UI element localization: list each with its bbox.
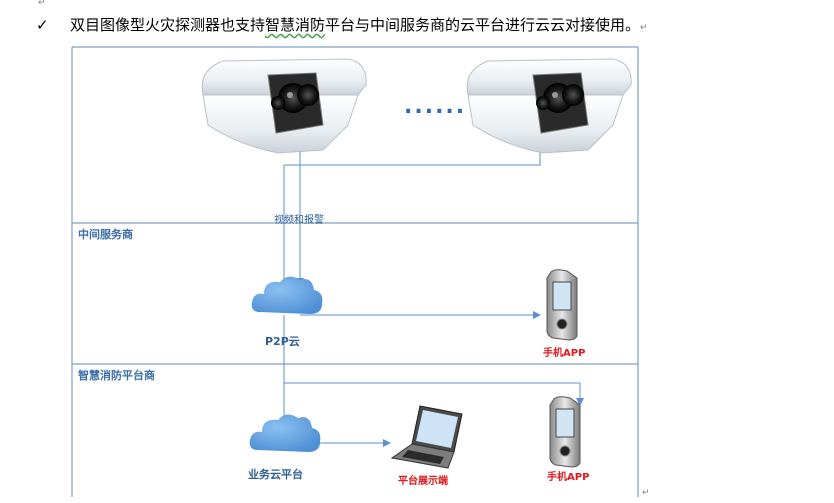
check-icon: ✓: [36, 16, 49, 34]
platform-display-label: 平台展示端: [398, 476, 448, 487]
document-heading: ✓ 双目图像型火灾探测器也支持智慧消防平台与中间服务商的云平台进行云云对接使用。↵: [36, 14, 648, 35]
cloud-icon: [251, 276, 323, 314]
diagram-frame: [71, 46, 639, 497]
camera-icon: [466, 58, 632, 154]
phone-app-label-1: 手机APP: [543, 348, 586, 359]
paragraph-mark: ↵: [640, 23, 648, 33]
phone-app-label-2: 手机APP: [547, 472, 590, 483]
phone-icon: [549, 396, 581, 468]
cloud-icon: [249, 414, 321, 452]
business-cloud-label: 业务云平台: [248, 468, 303, 481]
section-fire-platform: 智慧消防平台商: [78, 369, 155, 382]
heading-text-before: 双目图像型火灾探测器也支持: [70, 16, 266, 34]
phone-icon: [546, 269, 578, 341]
section-middle-service: 中间服务商: [78, 228, 133, 241]
heading-text-after: 平台与中间服务商的云平台进行云云对接使用。: [325, 16, 641, 34]
more-cameras-dots: ......: [404, 94, 467, 119]
heading-text-underlined: 智慧消防: [265, 16, 326, 34]
p2p-cloud-label: P2P云: [265, 335, 300, 348]
paragraph-mark-bottom: ↵: [642, 488, 650, 498]
laptop-icon: [390, 405, 463, 469]
video-alarm-label: 视频和报警: [274, 215, 324, 226]
connection-lines: [283, 140, 584, 447]
paragraph-mark-top: ↵: [38, 0, 46, 8]
camera-icon: [201, 58, 367, 154]
